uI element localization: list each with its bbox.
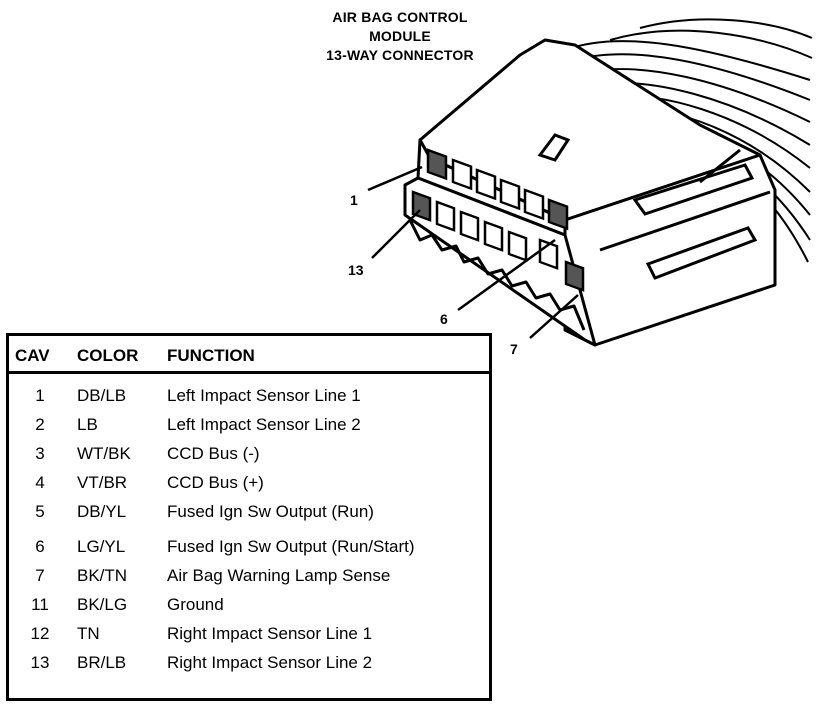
table-row: 1 DB/LB Left Impact Sensor Line 1 bbox=[9, 386, 489, 415]
header-color: COLOR bbox=[77, 346, 139, 365]
cell-function: CCD Bus (+) bbox=[167, 473, 264, 492]
cell-color: DB/LB bbox=[77, 386, 127, 405]
cell-color: LG/YL bbox=[77, 537, 126, 556]
cell-cav: 5 bbox=[35, 502, 45, 521]
callout-cavity-7: 7 bbox=[510, 341, 518, 357]
cell-function: Right Impact Sensor Line 1 bbox=[167, 624, 373, 643]
callout-cavity-13: 13 bbox=[348, 262, 364, 278]
diagram-title: AIR BAG CONTROL MODULE 13-WAY CONNECTOR bbox=[290, 8, 510, 65]
title-line-2: MODULE bbox=[369, 28, 431, 44]
table-row: 6 LG/YL Fused Ign Sw Output (Run/Start) bbox=[9, 537, 489, 566]
callout-cavity-6: 6 bbox=[440, 311, 448, 327]
table-header: CAV COLOR FUNCTION bbox=[9, 336, 489, 374]
table-row: 3 WT/BK CCD Bus (-) bbox=[9, 444, 489, 473]
cell-color: TN bbox=[77, 624, 100, 643]
cell-function: Left Impact Sensor Line 1 bbox=[167, 386, 361, 405]
table-row: 5 DB/YL Fused Ign Sw Output (Run) bbox=[9, 502, 489, 531]
table-row: 12 TN Right Impact Sensor Line 1 bbox=[9, 624, 489, 653]
cell-function: CCD Bus (-) bbox=[167, 444, 260, 463]
table-row: 4 VT/BR CCD Bus (+) bbox=[9, 473, 489, 502]
pinout-table: CAV COLOR FUNCTION 1 DB/LB Left Impact S… bbox=[6, 333, 492, 701]
cell-color: WT/BK bbox=[77, 444, 131, 463]
cell-function: Fused Ign Sw Output (Run/Start) bbox=[167, 537, 415, 556]
cell-color: DB/YL bbox=[77, 502, 127, 521]
table-body: 1 DB/LB Left Impact Sensor Line 1 2 LB L… bbox=[9, 386, 489, 682]
cell-function: Right Impact Sensor Line 2 bbox=[167, 653, 373, 672]
title-line-1: AIR BAG CONTROL bbox=[332, 9, 468, 25]
table-row: 11 BK/LG Ground bbox=[9, 595, 489, 624]
cell-cav: 13 bbox=[30, 653, 50, 672]
cell-function: Air Bag Warning Lamp Sense bbox=[167, 566, 391, 585]
table-row: 7 BK/TN Air Bag Warning Lamp Sense bbox=[9, 566, 489, 595]
cell-cav: 11 bbox=[31, 595, 49, 614]
cell-cav: 4 bbox=[35, 473, 45, 492]
cell-cav: 7 bbox=[35, 566, 45, 585]
cell-color: LB bbox=[77, 415, 98, 434]
header-function: FUNCTION bbox=[167, 346, 255, 365]
latch-ribs bbox=[537, 133, 771, 280]
cell-function: Ground bbox=[167, 595, 224, 614]
cell-cav: 1 bbox=[35, 386, 45, 405]
table-row: 13 BR/LB Right Impact Sensor Line 2 bbox=[9, 653, 489, 682]
cavities-lower-row bbox=[411, 190, 585, 292]
cell-cav: 12 bbox=[30, 624, 50, 643]
cell-function: Fused Ign Sw Output (Run) bbox=[167, 502, 374, 521]
cell-cav: 3 bbox=[35, 444, 45, 463]
cell-color: BK/LG bbox=[77, 595, 128, 614]
cavities-upper-row bbox=[426, 148, 569, 231]
table-row: 2 LB Left Impact Sensor Line 2 bbox=[9, 415, 489, 444]
cell-color: VT/BR bbox=[77, 473, 128, 492]
cell-color: BK/TN bbox=[77, 566, 128, 585]
cell-function: Left Impact Sensor Line 2 bbox=[167, 415, 361, 434]
title-line-3: 13-WAY CONNECTOR bbox=[326, 47, 474, 63]
cell-cav: 2 bbox=[35, 415, 45, 434]
header-cav: CAV bbox=[15, 346, 50, 365]
cell-color: BR/LB bbox=[77, 653, 127, 672]
callout-cavity-1: 1 bbox=[350, 192, 358, 208]
cell-cav: 6 bbox=[35, 537, 45, 556]
callout-leaders bbox=[367, 165, 579, 339]
